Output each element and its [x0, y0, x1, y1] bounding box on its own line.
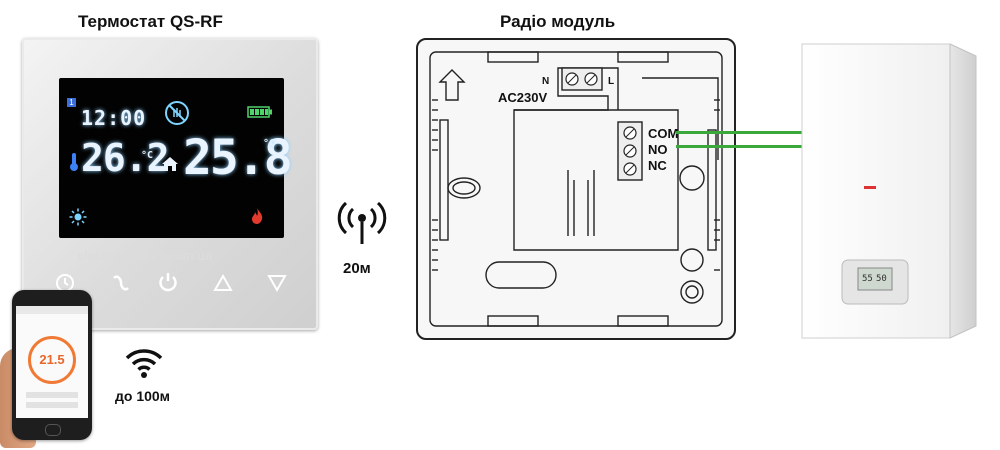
down-button-icon[interactable]: [266, 272, 288, 294]
terminal-no-label: NO: [648, 142, 668, 157]
phone-screen: 21.5: [16, 306, 88, 418]
phone-temperature: 21.5: [39, 352, 65, 367]
neutral-label: N: [542, 76, 550, 87]
time-display: 12:00: [81, 106, 147, 130]
boiler: 55 50: [800, 40, 978, 342]
lock-hand-icon: [165, 101, 189, 125]
terminal-nc-label: NC: [648, 158, 667, 173]
smartphone: 21.5: [12, 290, 92, 440]
battery-icon: [247, 106, 272, 118]
boiler-display-right: 50: [876, 274, 887, 284]
boiler-display-left: 55: [862, 274, 873, 284]
set-temperature: 25.8: [183, 130, 293, 186]
module-title: Радіо модуль: [500, 12, 616, 31]
thermostat-screen: 1 12:00 26.2 °C 25: [59, 78, 293, 238]
up-button-icon[interactable]: [212, 272, 234, 294]
set-temperature-unit: °C: [263, 138, 276, 149]
thermostat-title: Термостат QS-RF: [78, 12, 223, 31]
home-icon: [162, 157, 178, 171]
terminal-com-label: COM: [648, 126, 679, 141]
program-indicator-icon: 1: [67, 98, 76, 107]
signal-range-label: 20м: [343, 260, 371, 277]
com-wire: [676, 131, 804, 134]
line-label: L: [608, 76, 615, 87]
radio-signal-icon: [337, 201, 387, 244]
watermark: elektroobogrev.com.ua: [77, 248, 213, 263]
radio-module: N L AC230V COM NO NC: [416, 38, 736, 340]
mode-button-icon[interactable]: [110, 272, 132, 294]
module-outline: [429, 51, 723, 327]
temperature-dial[interactable]: [28, 336, 76, 384]
power-button-icon[interactable]: [157, 271, 179, 293]
sun-icon: [69, 208, 87, 226]
wifi-range-label: до 100м: [115, 388, 171, 404]
boiler-body: [801, 43, 977, 339]
no-wire: [676, 145, 804, 148]
home-button[interactable]: [45, 424, 61, 436]
current-temperature-unit: °C: [141, 150, 154, 161]
power-label: AC230V: [498, 90, 548, 105]
thermostat-device: 1 12:00 26.2 °C 25: [22, 38, 318, 330]
flame-icon: [252, 208, 263, 224]
thermometer-icon: [70, 153, 78, 171]
wifi-icon: [125, 349, 163, 378]
current-temperature: 26.2: [81, 136, 170, 180]
